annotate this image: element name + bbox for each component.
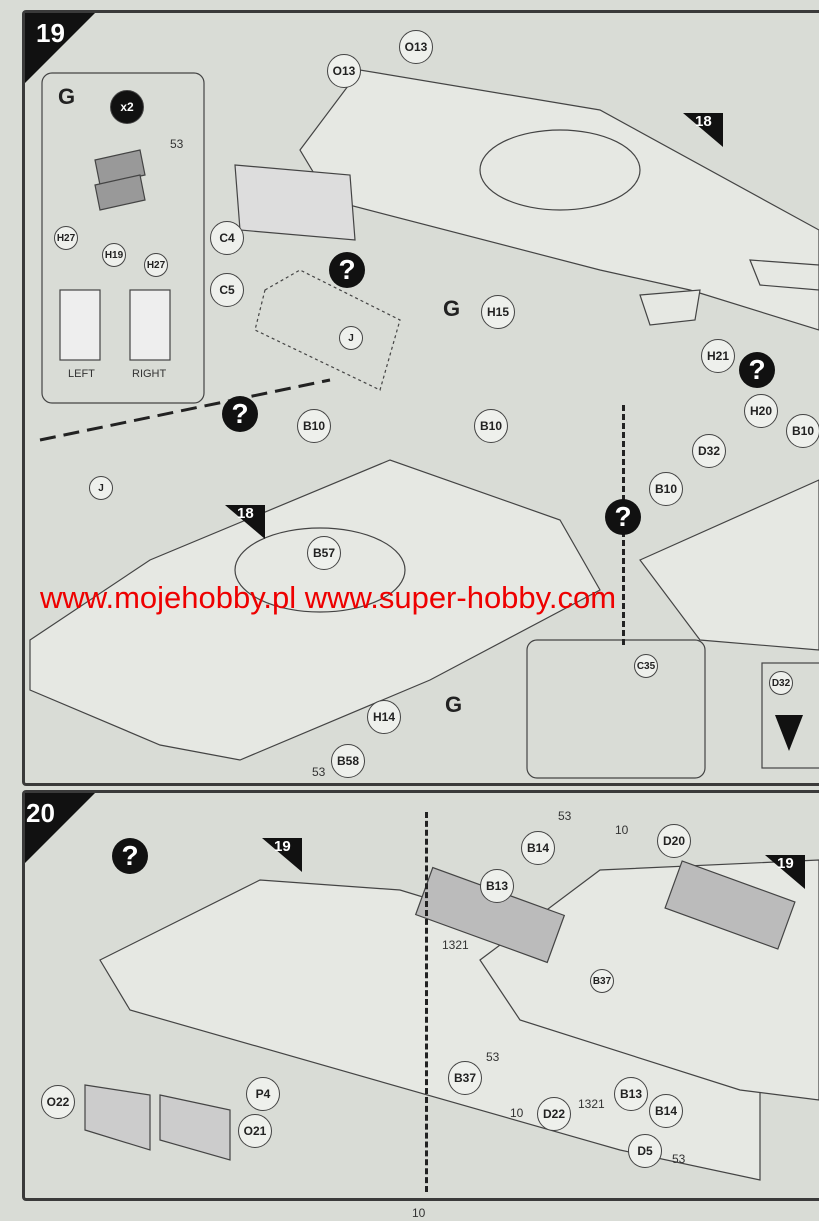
- part-number: 53: [486, 1050, 500, 1064]
- question-icon: ?: [739, 352, 775, 388]
- part-number: 53: [170, 137, 184, 151]
- page-number: 10: [412, 1206, 426, 1220]
- question-icon: ?: [329, 252, 365, 288]
- callout-o21: O21: [238, 1114, 272, 1148]
- callout-o13: O13: [399, 30, 433, 64]
- callout-b14: B14: [649, 1094, 683, 1128]
- part-number: 53: [558, 809, 572, 823]
- left-label: LEFT: [68, 368, 95, 380]
- inset-group-label: G: [58, 84, 76, 109]
- callout-h19: H19: [102, 243, 126, 267]
- step-20-panel: [22, 790, 819, 1201]
- ref-step-label: 19: [274, 838, 291, 855]
- callout-b37: B37: [590, 969, 614, 993]
- warning-triangle-icon: [775, 715, 803, 751]
- callout-c4: C4: [210, 221, 244, 255]
- step-19-badge: [25, 13, 95, 83]
- part-number: 10: [615, 823, 629, 837]
- callout-o22: O22: [41, 1085, 75, 1119]
- ref-step-label: 18: [695, 113, 712, 130]
- ref-step-19: 19: [765, 855, 805, 889]
- group-label-g: G: [445, 692, 463, 717]
- callout-b13: B13: [480, 869, 514, 903]
- ref-step-label: 18: [237, 505, 254, 522]
- callout-j: J: [89, 476, 113, 500]
- callout-c35: C35: [634, 654, 658, 678]
- question-icon: ?: [605, 499, 641, 535]
- ref-step-label: 19: [777, 855, 794, 872]
- callout-b58: B58: [331, 744, 365, 778]
- callout-d5: D5: [628, 1134, 662, 1168]
- group-label-g: G: [443, 296, 461, 321]
- part-number: 1321: [578, 1097, 605, 1111]
- multiplier-badge: x2: [110, 90, 144, 124]
- callout-h20: H20: [744, 394, 778, 428]
- callout-d20: D20: [657, 824, 691, 858]
- callout-h15: H15: [481, 295, 515, 329]
- ref-step-18: 18: [225, 505, 265, 539]
- watermark: www.mojehobby.pl www.super-hobby.com: [40, 580, 617, 615]
- step-20-badge: [25, 793, 95, 863]
- callout-h27: H27: [144, 253, 168, 277]
- part-number: 53: [312, 765, 326, 779]
- right-label: RIGHT: [132, 368, 167, 380]
- callout-d22: D22: [537, 1097, 571, 1131]
- callout-b10: B10: [474, 409, 508, 443]
- callout-h21: H21: [701, 339, 735, 373]
- step-19-number: 19: [36, 18, 65, 48]
- part-number: 1321: [442, 938, 469, 952]
- ref-step-19: 19: [262, 838, 302, 872]
- question-icon: ?: [112, 838, 148, 874]
- step-20-number: 20: [26, 798, 55, 828]
- callout-o13: O13: [327, 54, 361, 88]
- callout-b14: B14: [521, 831, 555, 865]
- callout-b13: B13: [614, 1077, 648, 1111]
- callout-h27: H27: [54, 226, 78, 250]
- part-number: 10: [510, 1106, 524, 1120]
- step-19-panel: [22, 10, 819, 786]
- callout-p4: P4: [246, 1077, 280, 1111]
- callout-j: J: [339, 326, 363, 350]
- callout-h14: H14: [367, 700, 401, 734]
- callout-b10: B10: [649, 472, 683, 506]
- divider-20: [425, 812, 428, 1192]
- callout-b57: B57: [307, 536, 341, 570]
- callout-d32: D32: [692, 434, 726, 468]
- ref-step-18: 18: [683, 113, 723, 147]
- callout-b37: B37: [448, 1061, 482, 1095]
- callout-b10: B10: [786, 414, 819, 448]
- callout-d32: D32: [769, 671, 793, 695]
- part-number: 53: [672, 1152, 686, 1166]
- question-icon: ?: [222, 396, 258, 432]
- callout-b10: B10: [297, 409, 331, 443]
- callout-c5: C5: [210, 273, 244, 307]
